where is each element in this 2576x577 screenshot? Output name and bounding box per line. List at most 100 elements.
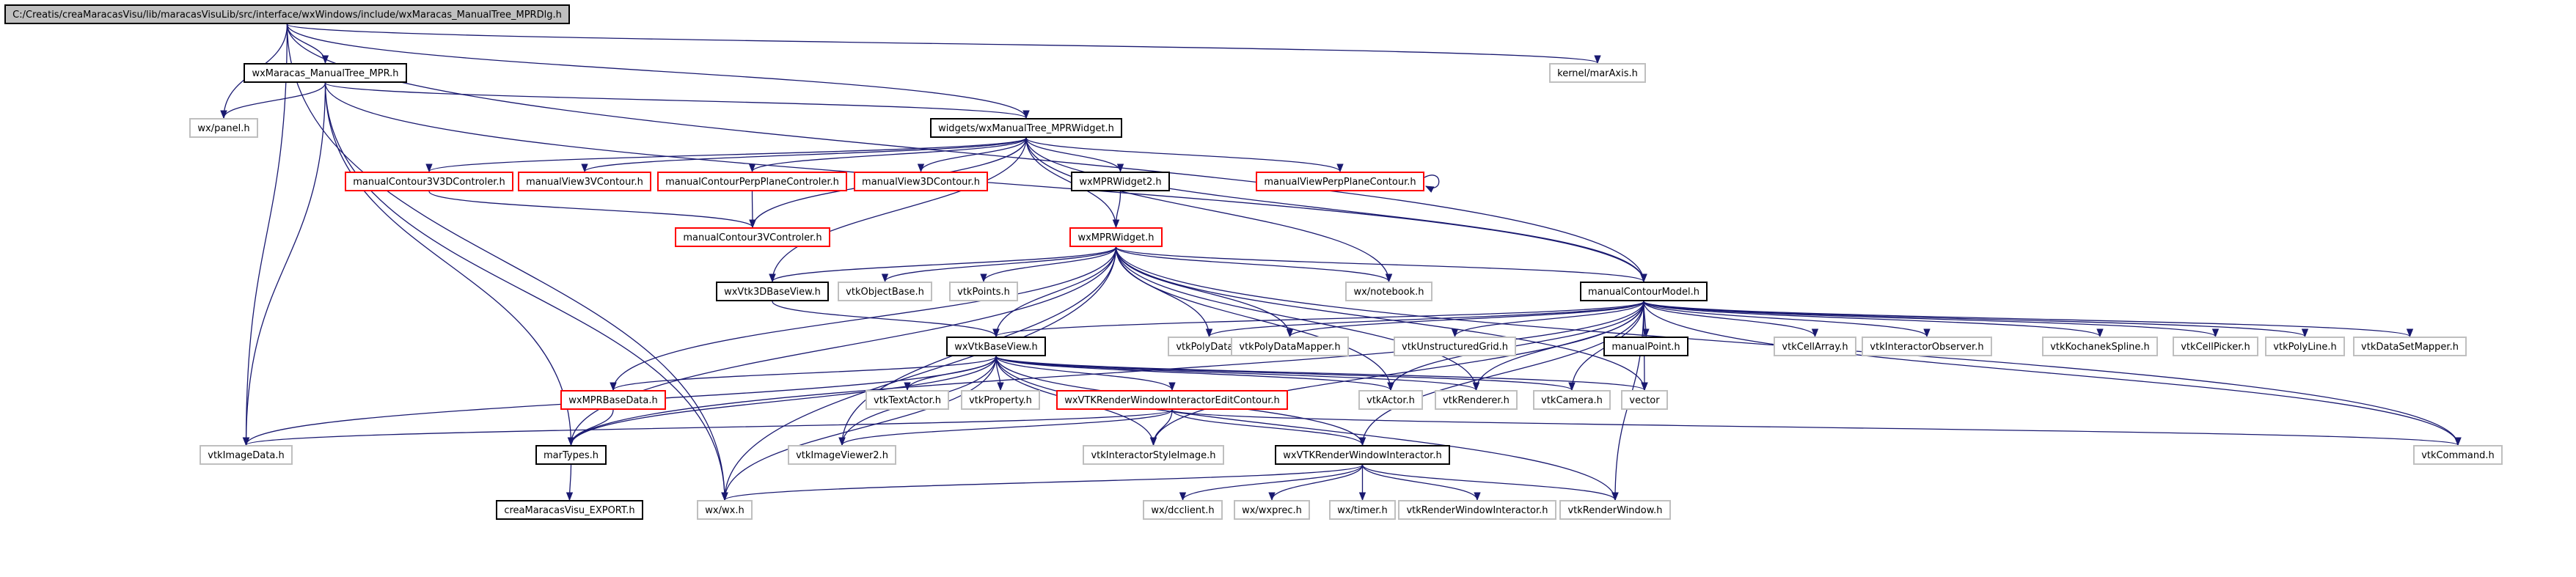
node-vtkunstructuredgrid[interactable]: vtkUnstructuredGrid.h <box>1394 337 1516 356</box>
node-wx-timer[interactable]: wx/timer.h <box>1329 500 1396 520</box>
node-wxvtkrenderwindowinteractoreditcontour[interactable]: wxVTKRenderWindowInteractorEditContour.h <box>1056 390 1288 410</box>
edge-root-to-mpr <box>286 23 329 65</box>
node-vtkpolyline[interactable]: vtkPolyLine.h <box>2265 337 2345 356</box>
node-vtkproperty[interactable]: vtkProperty.h <box>961 390 1040 410</box>
edge-wxvtkrwiec-to-vtkCommand <box>1171 409 2461 446</box>
edge-widgetsTree-to-vtk3dbase <box>769 137 1027 283</box>
edge-wxmpr-to-vtkObjectBase <box>881 246 1117 283</box>
node-vector[interactable]: vector <box>1621 390 1668 410</box>
edge-mcmodel-to-vtkCommand <box>1643 301 2462 446</box>
dependency-edges <box>220 23 2462 501</box>
node-vtkkochanekspline[interactable]: vtkKochanekSpline.h <box>2042 337 2158 356</box>
edge-root-to-mcmodel <box>286 23 1647 283</box>
edge-vtkbase-to-wxwx <box>721 356 997 501</box>
edge-wxmpr2-to-wxmpr <box>1112 191 1121 229</box>
node-vtkimageviewer2[interactable]: vtkImageViewer2.h <box>788 445 896 465</box>
node-vtkinteractorobserver[interactable]: vtkInteractorObserver.h <box>1862 337 1992 356</box>
node-vtkrenderer[interactable]: vtkRenderer.h <box>1435 390 1518 410</box>
node-manualview3dcontour[interactable]: manualView3DContour.h <box>854 172 988 191</box>
node-manualviewperpplanecontour[interactable]: manualViewPerpPlaneContour.h <box>1256 172 1424 191</box>
node-manualpoint[interactable]: manualPoint.h <box>1603 337 1688 356</box>
edge-mcmodel-to-vtkInteractorObserver <box>1643 301 1931 338</box>
edge-wxmpr-to-vtkbase <box>992 246 1117 338</box>
node-martypes[interactable]: marTypes.h <box>535 445 607 465</box>
node-wxmprwidget[interactable]: wxMPRWidget.h <box>1069 227 1163 247</box>
edge-wxvtkrwi-to-vtkRWI <box>1361 464 1481 501</box>
node-kernel-maraxis[interactable]: kernel/marAxis.h <box>1549 63 1646 83</box>
node-manualcontourperpplanecontroler[interactable]: manualContourPerpPlaneControler.h <box>657 172 847 191</box>
node-wxvtkbaseview[interactable]: wxVtkBaseView.h <box>946 337 1046 356</box>
node-vtkrenderwindowinteractor[interactable]: vtkRenderWindowInteractor.h <box>1398 500 1556 520</box>
edge-vtkbase-to-vtkRW <box>995 356 1619 501</box>
node-vtkrenderwindow[interactable]: vtkRenderWindow.h <box>1559 500 1671 520</box>
node-vtkcellpicker[interactable]: vtkCellPicker.h <box>2173 337 2258 356</box>
node-widgets-manualtree-mprwidget[interactable]: widgets/wxManualTree_MPRWidget.h <box>930 118 1122 138</box>
node-manualcontourmodel[interactable]: manualContourModel.h <box>1580 282 1708 301</box>
node-creamaracasvisu-export[interactable]: creaMaracasVisu_EXPORT.h <box>496 500 643 520</box>
edge-widgetsTree-to-mcperp <box>748 137 1027 173</box>
edge-vtkbase-to-wxvtkrwiec <box>995 356 1176 392</box>
edge-wxmpr-to-wxwx <box>721 246 1117 501</box>
node-wx-wx[interactable]: wx/wx.h <box>697 500 753 520</box>
edge-root-to-widgetsTree <box>286 23 1030 120</box>
edge-mcmodel-to-vtkInteractorStyleImage <box>1149 301 1644 446</box>
edge-wxvtkrwiec-to-vtkImageData <box>243 409 1173 446</box>
node-vtkdatasetmapper[interactable]: vtkDataSetMapper.h <box>2353 337 2467 356</box>
edge-vtkbase-to-vector <box>995 356 1648 392</box>
node-vtkinteractorstyleimage[interactable]: vtkInteractorStyleImage.h <box>1083 445 1224 465</box>
edge-mviewperp-to-mviewperp <box>1424 174 1440 193</box>
node-wxmaracas-manualtree-mpr[interactable]: wxMaracas_ManualTree_MPR.h <box>244 63 407 83</box>
node-wxvtkrenderwindowinteractor[interactable]: wxVTKRenderWindowInteractor.h <box>1275 445 1450 465</box>
node-vtkactor[interactable]: vtkActor.h <box>1358 390 1423 410</box>
edge-vtkbase-to-vtkActor <box>995 356 1394 392</box>
edge-wxmpr-to-vector <box>1115 246 1648 392</box>
node-manualview3vcontour[interactable]: manualView3VContour.h <box>518 172 651 191</box>
edge-widgetsTree-to-mviewperp <box>1025 137 1344 173</box>
node-wx-panel[interactable]: wx/panel.h <box>189 118 258 138</box>
edge-mpr-to-wxwx <box>324 82 728 501</box>
edge-mcmodel-to-vtkActor <box>1387 301 1644 392</box>
edge-wxmpr-to-mprbasedata <box>610 246 1117 392</box>
edge-widgetsTree-to-mc3v3d <box>425 137 1027 173</box>
edge-mcmodel-to-vtkCellPicker <box>1643 301 2219 338</box>
edge-root-to-wxwx <box>286 23 728 501</box>
edge-mcmodel-to-vtkPolyDataMapper <box>1287 301 1644 338</box>
edge-mc3v3d-to-mc3v <box>428 191 756 229</box>
edge-widgetsTree-to-mview3d <box>917 137 1027 173</box>
node-wx-notebook[interactable]: wx/notebook.h <box>1345 282 1432 301</box>
node-vtkobjectbase[interactable]: vtkObjectBase.h <box>838 282 932 301</box>
edge-mcmodel-to-vtkUnstructuredGrid <box>1451 301 1644 338</box>
edge-wxmpr-to-vtk3dbase <box>769 246 1117 283</box>
node-wxmprbasedata[interactable]: wxMPRBaseData.h <box>560 390 666 410</box>
edge-mprbasedata-to-marTypes <box>567 409 614 446</box>
node-vtkcamera[interactable]: vtkCamera.h <box>1533 390 1611 410</box>
edge-root-to-marAxis <box>286 23 1600 65</box>
node-wx-dcclient[interactable]: wx/dcclient.h <box>1143 500 1223 520</box>
edge-vtk3dbase-to-vtkbase <box>772 301 1000 338</box>
node-vtktextactor[interactable]: vtkTextActor.h <box>866 390 949 410</box>
node-manualcontour3v3dcontroler[interactable]: manualContour3V3DControler.h <box>345 172 513 191</box>
node-wxmprwidget2[interactable]: wxMPRWidget2.h <box>1071 172 1170 191</box>
edge-mcmodel-to-wxvtkrwi <box>1358 301 1644 446</box>
node-wxvtk3dbaseview[interactable]: wxVtk3DBaseView.h <box>716 282 829 301</box>
edge-wxvtkrwiec-to-vtkInteractorStyleImage <box>1149 409 1173 446</box>
node-wx-wxprec[interactable]: wx/wxprec.h <box>1234 500 1310 520</box>
node-vtkimagedata[interactable]: vtkImageData.h <box>200 445 293 465</box>
edge-widgetsTree-to-wxmpr2 <box>1025 137 1124 173</box>
edge-wxvtkrwi-to-vtkRW <box>1361 464 1619 501</box>
edge-wxmpr-to-notebook <box>1115 246 1393 283</box>
node-root-file[interactable]: C:/Creatis/creaMaracasVisu/lib/maracasVi… <box>4 4 570 24</box>
edge-vtkbase-to-vtkRenderer <box>995 356 1479 392</box>
edge-mcmodel-to-vtkbase <box>992 301 1644 338</box>
edge-wxmpr-to-vtkPoints <box>980 246 1117 283</box>
edge-vtkbase-to-mprbasedata <box>610 356 997 392</box>
node-manualcontour3vcontroler[interactable]: manualContour3VControler.h <box>675 227 830 247</box>
node-vtkcellarray[interactable]: vtkCellArray.h <box>1774 337 1856 356</box>
node-vtkpoints[interactable]: vtkPoints.h <box>949 282 1018 301</box>
node-vtkcommand[interactable]: vtkCommand.h <box>2413 445 2503 465</box>
edge-wxvtkrwi-to-wxwx <box>721 464 1364 501</box>
node-vtkpolydatamapper[interactable]: vtkPolyDataMapper.h <box>1231 337 1349 356</box>
edge-mcmodel-to-vtkCellArray <box>1643 301 1819 338</box>
edge-root-to-vtkImageData <box>242 23 288 446</box>
